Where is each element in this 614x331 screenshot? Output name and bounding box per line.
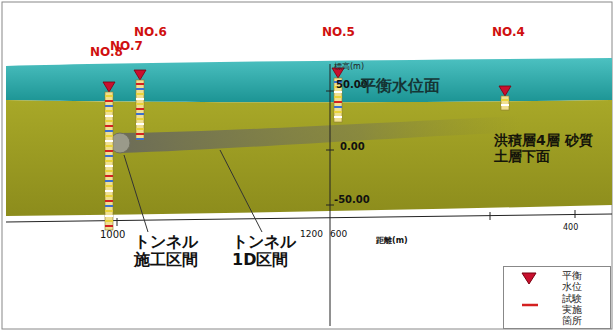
test-stripe <box>105 130 113 132</box>
borehole-number: NO.7 <box>110 40 143 54</box>
test-stripe <box>105 150 113 152</box>
axis-label: -50.00 <box>334 194 370 206</box>
test-stripe <box>136 88 144 90</box>
borehole-column <box>136 80 144 140</box>
test-stripe <box>105 135 113 137</box>
legend-text: 試験 実施 箇所 <box>562 293 584 326</box>
borehole-number: NO.5 <box>322 26 355 40</box>
test-stripe <box>105 200 113 202</box>
axis-label: 距離(m) <box>376 236 408 245</box>
legend-box: 平衡 水位試験 実施 箇所 <box>503 266 611 329</box>
test-stripe <box>136 98 144 100</box>
test-stripe <box>105 95 113 97</box>
test-stripe <box>501 104 509 106</box>
test-stripe <box>105 120 113 122</box>
test-stripe <box>105 190 113 192</box>
test-stripe <box>136 83 144 85</box>
test-stripe <box>334 106 342 108</box>
test-stripe <box>334 111 342 113</box>
test-stripe <box>105 185 113 187</box>
test-stripe <box>105 165 113 167</box>
axis-label: 0.00 <box>340 141 365 153</box>
test-stripe <box>105 115 113 117</box>
test-stripe <box>334 91 342 93</box>
annotation-label: トンネル 施工区間 <box>134 233 208 270</box>
borehole-number: NO.4 <box>492 26 525 40</box>
test-stripe <box>334 101 342 103</box>
test-stripe <box>136 93 144 95</box>
test-stripe <box>105 140 113 142</box>
test-stripe <box>105 110 113 112</box>
test-stripe <box>105 160 113 162</box>
test-stripe <box>105 180 113 182</box>
annotation-label: トンネル 1D区間 <box>232 233 308 270</box>
borehole-number: NO.6 <box>134 26 167 40</box>
test-stripe <box>334 96 342 98</box>
axis-label: 1000 <box>100 229 125 241</box>
legend-text: 平衡 水位 <box>562 270 584 292</box>
test-stripe <box>105 170 113 172</box>
borehole-column <box>501 96 509 110</box>
test-stripe <box>136 128 144 130</box>
test-stripe <box>105 225 113 227</box>
test-stripe <box>105 145 113 147</box>
water-level-symbol <box>514 270 544 292</box>
test-stripe <box>105 100 113 102</box>
axis-label: 400 <box>563 223 578 232</box>
test-stripe <box>105 125 113 127</box>
test-location-symbol <box>514 293 544 315</box>
test-stripe <box>105 210 113 212</box>
test-stripe <box>105 205 113 207</box>
test-stripe <box>105 155 113 157</box>
test-stripe <box>105 105 113 107</box>
axis-label: 標高(m) <box>334 62 364 71</box>
test-stripe <box>136 118 144 120</box>
test-stripe <box>105 220 113 222</box>
axis-label: 600 <box>330 229 347 239</box>
test-stripe <box>136 113 144 115</box>
test-stripe <box>136 108 144 110</box>
test-stripe <box>136 103 144 105</box>
test-stripe <box>334 116 342 118</box>
test-stripe <box>501 99 509 101</box>
annotation-label: 平衡水位面 <box>360 77 440 95</box>
test-stripe <box>105 195 113 197</box>
test-stripe <box>136 133 144 135</box>
test-stripe <box>136 123 144 125</box>
borehole-column <box>105 92 113 230</box>
annotation-label: 洪積層4層 砂質土層下面 <box>494 132 598 164</box>
test-stripe <box>136 138 144 140</box>
axis-label: 1200 <box>300 229 323 239</box>
test-stripe <box>105 215 113 217</box>
test-stripe <box>105 175 113 177</box>
